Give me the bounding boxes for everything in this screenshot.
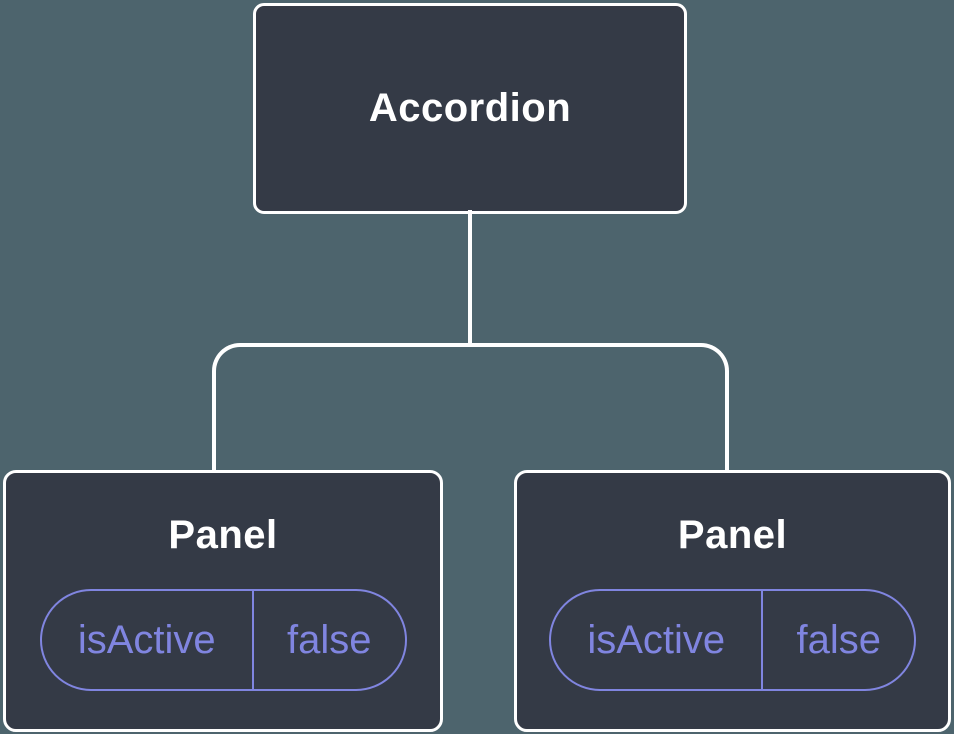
panel-node-label: Panel — [168, 513, 278, 557]
panel-node-right: Panel isActive false — [514, 470, 951, 732]
panel-node-label: Panel — [677, 513, 788, 557]
accordion-node: Accordion — [253, 3, 687, 214]
connector-stem — [467, 210, 472, 346]
state-value: false — [286, 617, 372, 662]
panel-node-left: Panel isActive false — [3, 470, 443, 732]
state-pill: isActive false — [549, 589, 916, 691]
state-name: isActive — [551, 591, 764, 689]
state-value: false — [796, 617, 881, 662]
connector-bracket — [211, 343, 729, 470]
accordion-node-label: Accordion — [368, 86, 572, 130]
state-name: isActive — [42, 591, 254, 689]
state-pill: isActive false — [39, 589, 407, 691]
